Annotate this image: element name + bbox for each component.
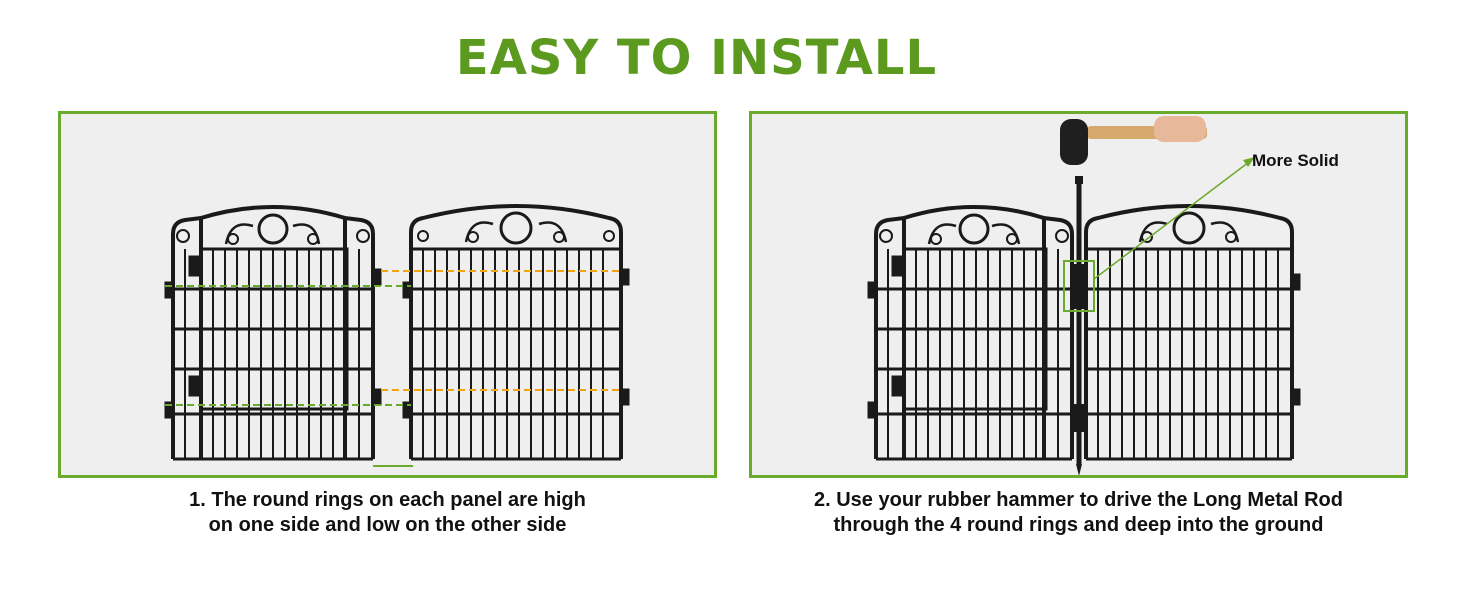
step2-fence-illustration: More Solid [867, 116, 1339, 475]
gate-panel [867, 205, 1074, 461]
fence-panel [402, 204, 630, 461]
step1-caption-line2: on one side and low on the other side [208, 514, 567, 536]
fence-panel [1084, 204, 1301, 461]
ring-highlight-box [1063, 260, 1095, 312]
gate-panel [164, 205, 382, 461]
step1-fence-illustration [164, 204, 630, 467]
long-metal-rod [1072, 176, 1086, 475]
step1-caption: 1. The round rings on each panel are hig… [58, 488, 717, 538]
rubber-hammer-icon [1060, 116, 1207, 165]
step2-caption-line1: 2. Use your rubber hammer to drive the L… [814, 489, 1343, 511]
alignment-guides [165, 270, 621, 406]
step2-caption-line2: through the 4 round rings and deep into … [833, 514, 1324, 536]
page-title: EASY TO INSTALL [455, 30, 938, 86]
step2-caption: 2. Use your rubber hammer to drive the L… [749, 488, 1408, 538]
step1-illustration-panel [58, 111, 717, 478]
step1-caption-line1: 1. The round rings on each panel are hig… [189, 489, 586, 511]
callout-arrow [1093, 157, 1255, 280]
step2-illustration-panel: More Solid [749, 111, 1408, 478]
callout-more-solid: More Solid [1252, 151, 1339, 170]
